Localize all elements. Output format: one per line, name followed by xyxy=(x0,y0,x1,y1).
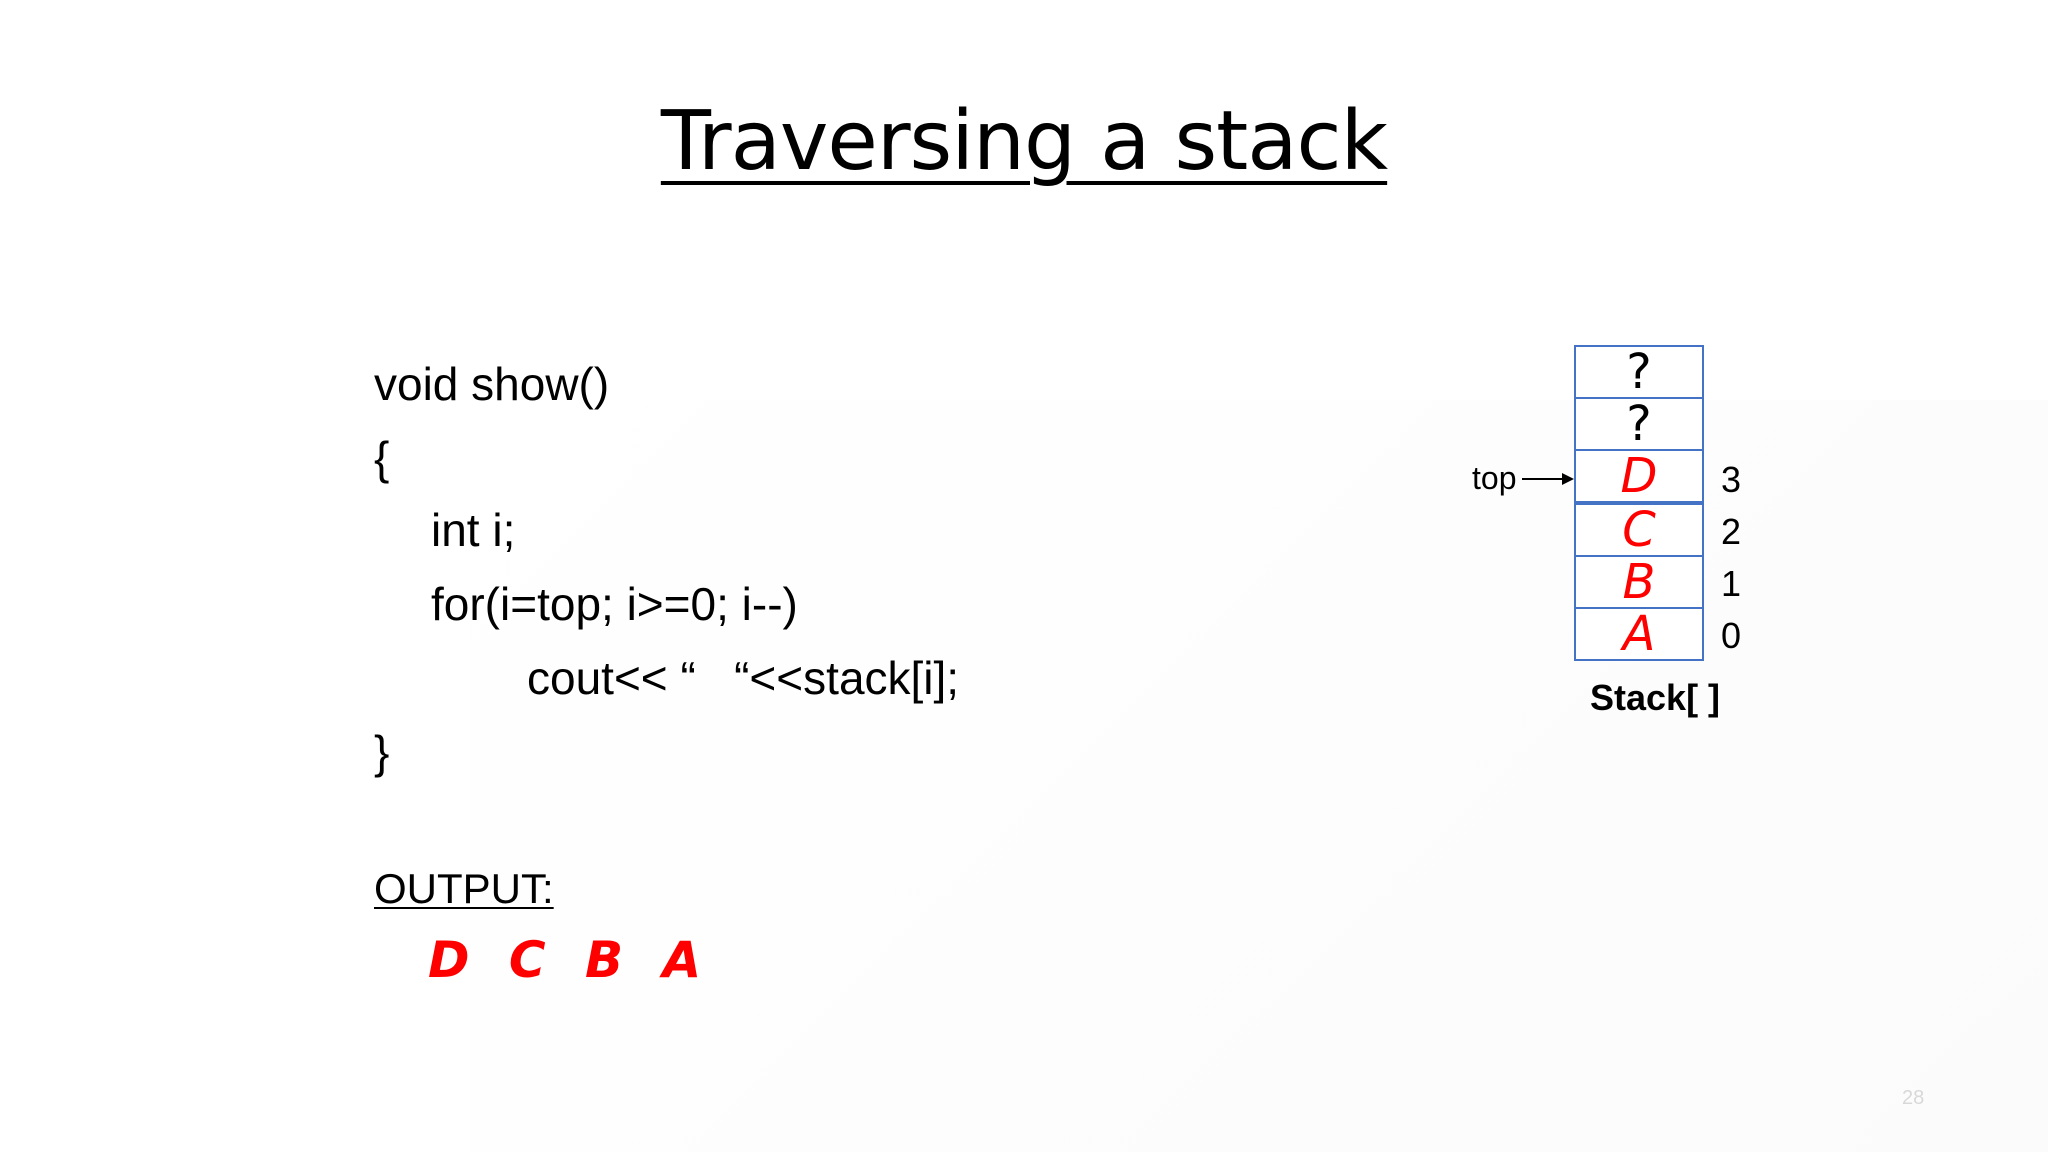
slide-title: Traversing a stack xyxy=(0,92,2048,192)
page-number: 28 xyxy=(1902,1087,1925,1109)
stack-cell-unused: ? xyxy=(1574,397,1704,451)
output-value: D C B A xyxy=(428,931,702,989)
stack-cell-3: D xyxy=(1574,449,1704,503)
code-line-5: cout<< “ “<<stack[i]; xyxy=(527,652,960,704)
stack-index-0: 0 xyxy=(1720,615,1742,656)
output-label: OUTPUT: xyxy=(374,865,554,912)
slide-background-shade xyxy=(470,400,2048,1152)
code-line-4: for(i=top; i>=0; i--) xyxy=(431,578,798,630)
stack-index-3: 3 xyxy=(1720,459,1742,500)
stack-cell-2: C xyxy=(1574,503,1704,557)
code-line-3: int i; xyxy=(431,504,516,556)
top-pointer-label: top xyxy=(1472,460,1517,496)
stack-index-2: 2 xyxy=(1720,511,1742,552)
stack-cell-1: B xyxy=(1574,555,1704,609)
stack-cell-unused-top: ? xyxy=(1574,345,1704,399)
code-line-1: void show() xyxy=(374,358,610,410)
code-line-6: } xyxy=(374,726,390,778)
stack-index-1: 1 xyxy=(1720,563,1742,604)
slide-title-text: Traversing a stack xyxy=(660,94,1388,189)
stack-caption: Stack[ ] xyxy=(1590,677,1721,718)
stack-cell-0: A xyxy=(1574,607,1704,661)
code-line-2: { xyxy=(374,432,390,484)
top-pointer-arrow-icon xyxy=(1522,473,1574,485)
